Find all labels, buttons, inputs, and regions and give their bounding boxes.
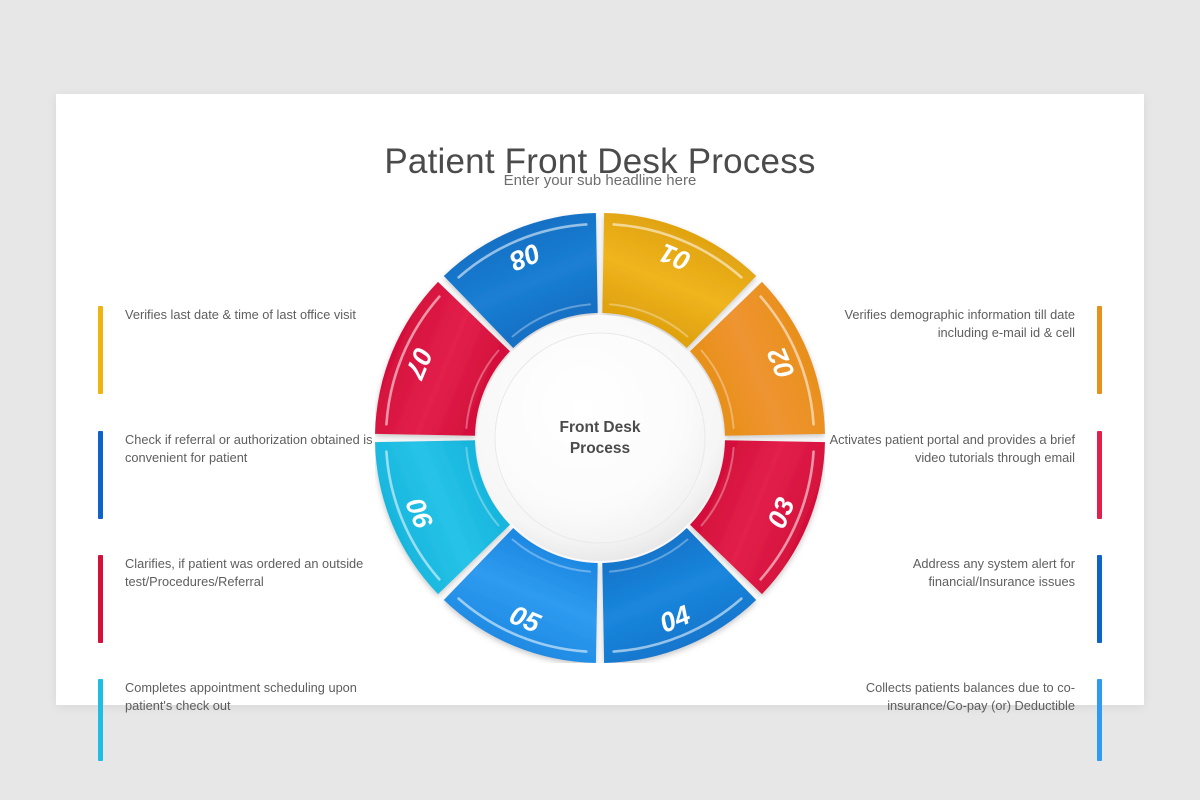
label-block-02[interactable]: Verifies demographic information till da… (812, 306, 1102, 394)
donut-segment-04[interactable] (602, 527, 757, 663)
donut-segment-02[interactable] (689, 281, 825, 436)
donut-inner-disc (477, 315, 723, 561)
segment-highlight-inner-03 (700, 446, 735, 527)
accent-bar-06 (98, 679, 103, 761)
segment-highlight-inner-01 (608, 303, 689, 338)
label-text-06: Completes appointment scheduling upon pa… (125, 680, 357, 713)
accent-bar-01 (98, 306, 103, 394)
segment-highlight-inner-04 (608, 538, 689, 573)
label-block-05[interactable]: Collects patients balances due to co- in… (812, 679, 1102, 761)
page-title: Patient Front Desk Process (384, 142, 816, 182)
segment-highlight-outer-01 (612, 223, 743, 279)
segment-highlight-outer-05 (457, 597, 588, 653)
segment-highlight-outer-07 (385, 295, 441, 426)
accent-bar-08 (98, 431, 103, 519)
label-text-04: Address any system alert for financial/I… (912, 556, 1075, 589)
donut-segment-06[interactable] (375, 440, 511, 595)
donut-segment-05[interactable] (443, 527, 598, 663)
donut-segment-03[interactable] (689, 440, 825, 595)
donut-segment-07[interactable] (375, 281, 511, 436)
label-text-05: Collects patients balances due to co- in… (865, 680, 1075, 713)
segment-highlight-outer-08 (457, 223, 588, 279)
label-text-03: Activates patient portal and provides a … (829, 432, 1075, 465)
page-subtitle: Enter your sub headline here (503, 172, 697, 189)
accent-bar-04 (1097, 555, 1102, 643)
accent-bar-05 (1097, 679, 1102, 761)
segment-highlight-outer-02 (759, 295, 815, 426)
label-text-07: Clarifies, if patient was ordered an out… (125, 556, 364, 589)
segment-highlight-inner-05 (511, 538, 592, 573)
label-text-01: Verifies last date & time of last office… (125, 307, 356, 322)
slide-card: Patient Front Desk Process Enter your su… (56, 94, 1144, 761)
label-block-07[interactable]: Clarifies, if patient was ordered an out… (98, 555, 388, 643)
accent-bar-03 (1097, 431, 1102, 519)
segment-highlight-inner-02 (700, 349, 735, 430)
label-block-01[interactable]: Verifies last date & time of last office… (98, 306, 388, 394)
segment-highlight-outer-04 (612, 597, 743, 653)
label-block-03[interactable]: Activates patient portal and provides a … (812, 431, 1102, 519)
segment-highlight-outer-03 (759, 450, 815, 581)
segment-highlight-inner-07 (465, 349, 500, 430)
segment-highlight-inner-08 (511, 303, 592, 338)
label-text-02: Verifies demographic information till da… (844, 307, 1075, 340)
segment-highlight-outer-06 (385, 450, 441, 581)
accent-bar-02 (1097, 306, 1102, 394)
label-block-04[interactable]: Address any system alert for financial/I… (812, 555, 1102, 643)
label-text-08: Check if referral or authorization obtai… (125, 432, 373, 465)
donut-segment-01[interactable] (602, 213, 757, 349)
inner-disc (494, 332, 706, 544)
label-block-08[interactable]: Check if referral or authorization obtai… (98, 431, 388, 519)
donut-segments (375, 213, 825, 663)
donut-segment-08[interactable] (443, 213, 598, 349)
segment-highlight-inner-06 (465, 446, 500, 527)
accent-bar-07 (98, 555, 103, 643)
label-block-06[interactable]: Completes appointment scheduling upon pa… (98, 679, 388, 761)
